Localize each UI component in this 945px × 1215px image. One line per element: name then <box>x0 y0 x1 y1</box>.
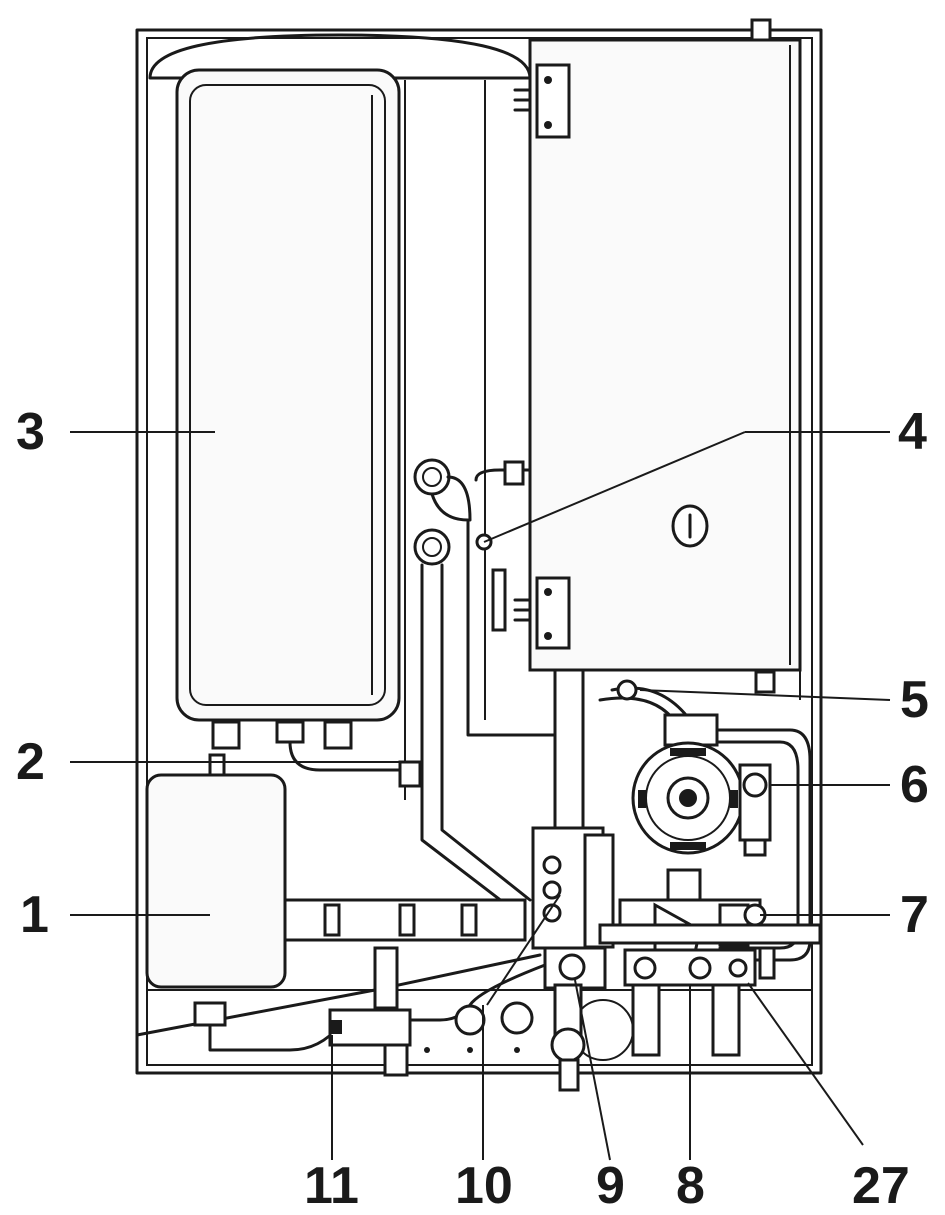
callout-10: 10 <box>455 1157 513 1215</box>
callout-7: 7 <box>900 886 929 944</box>
leader-5 <box>639 689 891 701</box>
circulation-pump <box>631 713 772 857</box>
callout-1: 1 <box>20 886 49 944</box>
leader-9 <box>574 979 611 1161</box>
callout-27: 27 <box>852 1157 910 1215</box>
callout-6: 6 <box>900 756 929 814</box>
condensate-trap <box>145 753 287 989</box>
callout-8: 8 <box>676 1157 705 1215</box>
callout-9: 9 <box>596 1157 625 1215</box>
callout-3: 3 <box>16 403 45 461</box>
callout-5: 5 <box>900 671 929 729</box>
heat-exchanger-housing <box>513 18 802 694</box>
top-cover <box>148 33 532 80</box>
bottom-fittings <box>135 946 741 1092</box>
primary-pipework <box>413 458 562 917</box>
leader-4b <box>483 431 746 543</box>
gas-valve <box>531 668 615 990</box>
leader-lines <box>70 431 891 1161</box>
manifold-rail <box>283 898 822 945</box>
leader-27 <box>747 982 864 1146</box>
callout-2: 2 <box>16 733 45 791</box>
leader-10b <box>486 894 561 1006</box>
callout-11: 11 <box>304 1157 359 1215</box>
callout-4: 4 <box>898 403 927 461</box>
expansion-vessel <box>175 68 401 750</box>
